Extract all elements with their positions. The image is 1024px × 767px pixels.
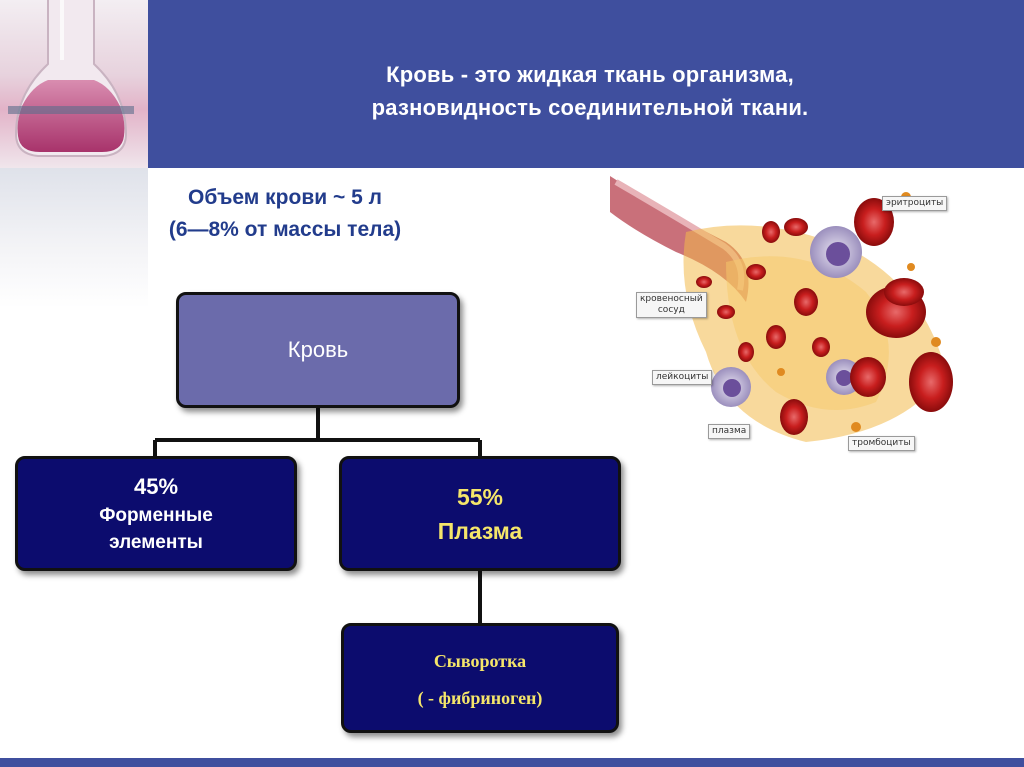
- root-label: Кровь: [287, 337, 349, 362]
- volume-line-1: Объем крови ~ 5 л: [188, 186, 382, 209]
- formed-elements-box: 45% Форменные элементы: [15, 456, 297, 571]
- sidebar-gradient: [0, 168, 148, 308]
- blood-volume-text: Объем крови ~ 5 л (6—8% от массы тела): [130, 182, 440, 246]
- label-platelets: тромбоциты: [848, 436, 915, 451]
- header-bar: Кровь - это жидкая ткань организма, разн…: [0, 0, 1024, 168]
- formed-elements-label-1: Форменные: [99, 504, 213, 526]
- flask-photo: [0, 0, 148, 168]
- label-leukocytes: лейкоциты: [652, 370, 713, 385]
- plasma-label: Плазма: [437, 517, 523, 544]
- root-box-blood: Кровь: [176, 292, 460, 408]
- formed-elements-percent: 45%: [133, 473, 179, 499]
- title-line-2: разновидность соединительной ткани.: [371, 95, 809, 120]
- blood-cells-image: [610, 176, 953, 442]
- plasma-percent: 55%: [456, 483, 504, 510]
- label-vessel-line-2: сосуд: [657, 305, 685, 315]
- serum-note: ( - фибриноген): [417, 688, 543, 708]
- label-blood-vessel: кровеносный сосуд: [636, 292, 707, 318]
- label-vessel-line-1: кровеносный: [640, 294, 703, 304]
- title-line-1: Кровь - это жидкая ткань организма,: [386, 62, 794, 87]
- volume-line-2: (6—8% от массы тела): [168, 218, 402, 241]
- page-title: Кровь - это жидкая ткань организма, разн…: [210, 58, 970, 124]
- label-plasma: плазма: [708, 424, 751, 439]
- flask-image: [8, 0, 134, 157]
- formed-elements-label-2: элементы: [109, 531, 203, 553]
- serum-box: Сыворотка ( - фибриноген): [341, 623, 619, 733]
- plasma-box: 55% Плазма: [339, 456, 621, 571]
- red-blood-cells: [696, 198, 953, 435]
- footer-bar: [0, 758, 1024, 767]
- serum-label: Сыворотка: [433, 651, 527, 671]
- blood-vessel-illustration: эритроциты кровеносный сосуд лейкоциты п…: [606, 172, 964, 464]
- label-erythrocytes: эритроциты: [882, 196, 948, 211]
